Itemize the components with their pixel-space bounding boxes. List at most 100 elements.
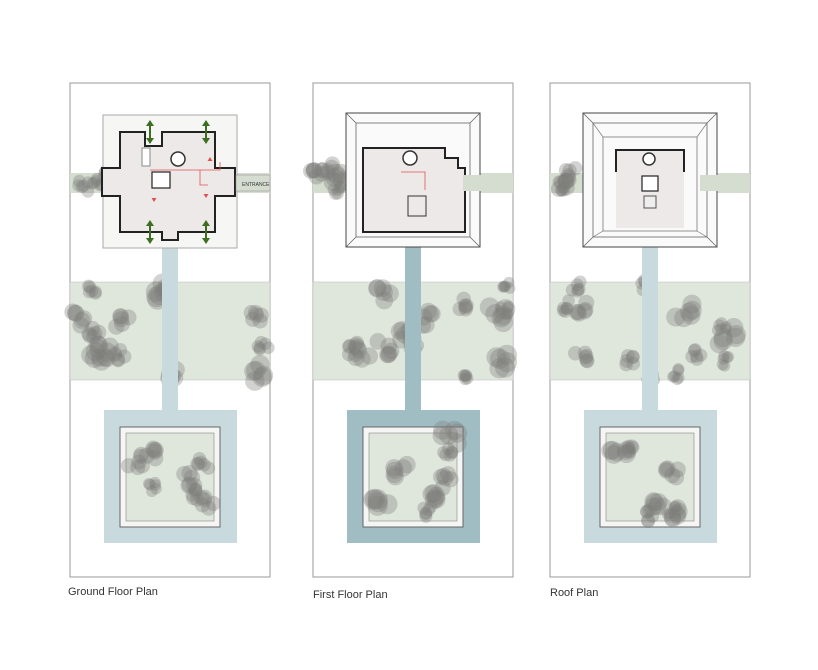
tree-canopy (107, 348, 122, 363)
tree-canopy (379, 346, 396, 364)
tree-canopy (460, 369, 473, 382)
entrance-path (463, 175, 513, 191)
tree-canopy (308, 168, 325, 185)
tree-canopy (604, 445, 624, 464)
tree-canopy (97, 342, 117, 362)
stair-enclosure (615, 149, 685, 172)
tree-canopy (325, 163, 345, 183)
tree-canopy (342, 339, 356, 354)
tree-canopy (447, 423, 468, 443)
courtyard-trees (658, 460, 686, 486)
tree-canopy (303, 163, 319, 180)
tree-canopy (617, 444, 636, 464)
garden-trees (107, 342, 132, 368)
courtyard-trees (640, 503, 660, 529)
courtyard-trees (185, 482, 204, 507)
tree-canopy (688, 343, 702, 357)
garden-trees (685, 343, 708, 366)
tree-canopy (130, 459, 146, 476)
tree-canopy (348, 340, 363, 354)
tree-canopy (663, 507, 676, 520)
tree-canopy (555, 183, 568, 197)
tree-canopy (245, 371, 265, 391)
tree-canopy (713, 319, 725, 331)
tree-canopy (640, 504, 655, 519)
courtyard-trees (385, 455, 416, 486)
tree-canopy (320, 162, 336, 179)
tree-canopy (254, 335, 268, 349)
tree-canopy (111, 353, 126, 368)
tree-canopy (640, 504, 654, 519)
tree-canopy (442, 471, 459, 488)
tree-canopy (669, 500, 682, 513)
tree-canopy (244, 361, 264, 381)
tree-canopy (85, 328, 102, 344)
tree-canopy (674, 308, 694, 328)
tree-canopy (502, 307, 514, 320)
tree-canopy (347, 337, 365, 355)
tree-canopy (82, 279, 95, 293)
tree-canopy (445, 446, 459, 460)
garden-trees (565, 275, 587, 298)
tree-canopy (714, 323, 727, 335)
tree-canopy (327, 183, 340, 196)
courtyard-trees (437, 442, 459, 462)
tree-canopy (253, 365, 274, 386)
tree-canopy (205, 495, 221, 511)
tree-canopy (334, 181, 347, 194)
tree-canopy (715, 317, 728, 329)
courtyard-trees (143, 476, 162, 498)
tree-canopy (622, 444, 637, 459)
tree-canopy (557, 175, 570, 188)
road-trees (552, 175, 571, 197)
tree-canopy (495, 299, 516, 319)
tree-canopy (197, 489, 213, 505)
tree-canopy (186, 491, 200, 505)
walkway (162, 240, 178, 415)
tree-canopy (620, 349, 635, 363)
tree-canopy (375, 291, 394, 310)
tree-canopy (460, 370, 473, 383)
tree-canopy (664, 510, 682, 528)
tree-canopy (72, 174, 86, 188)
tree-canopy (314, 162, 330, 178)
tree-canopy (113, 311, 130, 328)
tree-canopy (422, 484, 441, 504)
tree-canopy (331, 163, 351, 183)
tree-canopy (424, 490, 444, 510)
tree-canopy (334, 180, 347, 193)
tree-canopy (85, 284, 99, 298)
tree-canopy (679, 302, 699, 322)
plan-panel-ground: ENTRANCE (64, 82, 275, 578)
tree-canopy (186, 477, 203, 494)
tree-canopy (439, 466, 457, 483)
tree-canopy (644, 497, 662, 516)
garden-trees (243, 304, 269, 329)
garden-trees (82, 279, 102, 300)
tree-canopy (557, 181, 571, 194)
garden-trees (64, 303, 93, 334)
tree-canopy (332, 183, 345, 196)
tree-canopy (560, 302, 574, 315)
tree-canopy (117, 349, 132, 364)
tree-canopy (641, 514, 656, 529)
tree-canopy (504, 282, 516, 294)
tree-canopy (253, 307, 269, 323)
tree-canopy (72, 316, 90, 334)
tree-canopy (570, 278, 584, 292)
tree-canopy (447, 433, 467, 453)
tree-canopy (718, 350, 730, 362)
courtyard-trees (422, 484, 446, 510)
tree-canopy (720, 321, 732, 333)
tree-canopy (499, 281, 511, 293)
tree-canopy (258, 337, 272, 351)
tree-canopy (197, 458, 211, 472)
tree-canopy (360, 347, 379, 365)
tree-canopy (85, 341, 105, 362)
tree-canopy (145, 440, 162, 457)
tree-canopy (75, 180, 89, 193)
tree-canopy (251, 340, 265, 353)
tree-canopy (503, 276, 515, 289)
tree-canopy (621, 439, 636, 454)
garden-trees (452, 291, 474, 317)
